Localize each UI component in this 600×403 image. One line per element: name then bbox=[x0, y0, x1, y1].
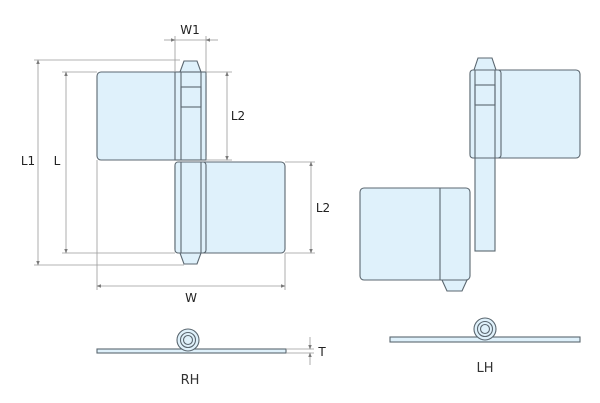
label-l: L bbox=[54, 154, 61, 168]
label-l1: L1 bbox=[21, 154, 35, 168]
lh-front-view bbox=[359, 57, 581, 292]
lh-bottom-pin-cap bbox=[441, 279, 468, 292]
dimension-t: T bbox=[286, 337, 326, 365]
dimension-l1: L1 bbox=[21, 59, 184, 266]
rh-front-view: W1 L1 L L2 L2 bbox=[21, 23, 330, 305]
label-rh: RH bbox=[181, 373, 200, 388]
lh-pin-shaft bbox=[474, 149, 496, 252]
label-l2-bottom: L2 bbox=[316, 201, 330, 215]
lh-side-knuckle-pin bbox=[479, 323, 491, 335]
rh-top-pin-window bbox=[180, 86, 202, 108]
rh-side-view: T RH bbox=[96, 328, 326, 388]
lh-top-pin-cap bbox=[473, 57, 497, 71]
dimension-l: L bbox=[54, 71, 175, 254]
dimension-w1: W1 bbox=[164, 23, 218, 72]
lh-top-pin-window bbox=[474, 84, 496, 106]
lh-side-view: LH bbox=[389, 317, 581, 376]
label-t: T bbox=[317, 345, 326, 359]
dimension-l2-top: L2 bbox=[206, 71, 245, 161]
rh-top-pin-cap bbox=[179, 60, 202, 73]
dimension-w: W bbox=[96, 160, 286, 305]
dimension-l2-bottom: L2 bbox=[285, 161, 330, 254]
lh-side-knuckle-mid bbox=[476, 320, 494, 338]
label-w: W bbox=[185, 291, 197, 305]
rh-bottom-pin-cap bbox=[179, 252, 202, 265]
rh-side-knuckle-pin bbox=[182, 334, 194, 346]
label-l2-top: L2 bbox=[231, 109, 245, 123]
lh-bottom-leaf bbox=[359, 187, 471, 281]
label-lh: LH bbox=[476, 361, 493, 376]
rh-side-knuckle-mid bbox=[179, 331, 197, 349]
label-w1: W1 bbox=[180, 23, 200, 37]
